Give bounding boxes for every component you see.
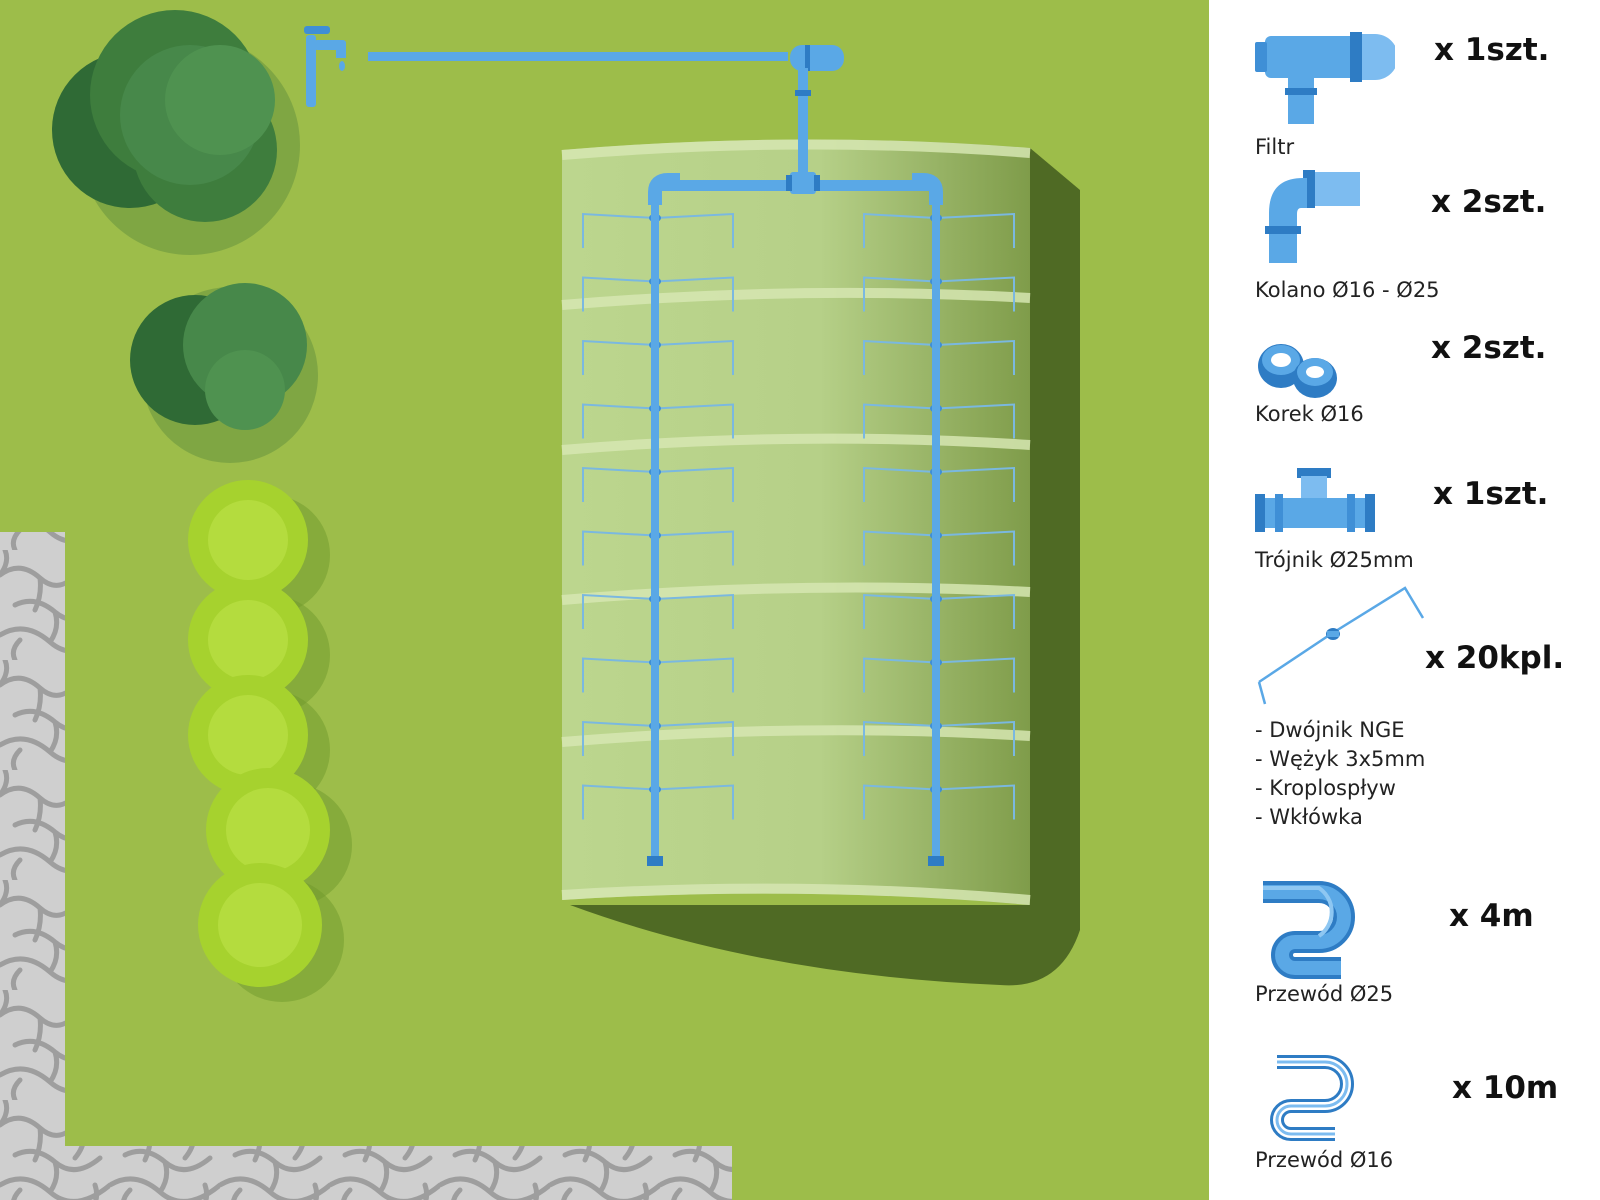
drip-branch-right [935,466,1015,502]
tunnel-hoops [561,139,1031,905]
dripper-set-icon [1257,586,1425,705]
drip-branch-left [582,403,656,439]
sublist-item: - Wężyk 3x5mm [1255,747,1426,771]
shrub-row [188,480,352,1002]
stone-paving [0,532,732,1200]
end-plug-icon [1258,344,1337,398]
drip-branch-right [654,784,734,820]
drip-branch-right [654,593,734,629]
drip-branch-left [582,657,656,693]
sublist-item: - Dwójnik NGE [1255,718,1405,742]
drip-branch-right [935,276,1015,312]
elbow-icon [1265,170,1360,263]
legend-label: Kolano Ø16 - Ø25 [1255,278,1440,302]
drip-branch-left [863,720,937,756]
drip-branch-left [582,530,656,566]
legend-qty: x 2szt. [1431,330,1547,366]
drip-branch-right [654,276,734,312]
hose-16-icon [1270,1055,1354,1141]
drip-branch-left [863,212,937,248]
tree-small [130,283,318,463]
filter-icon [1255,32,1395,124]
garden-diagram [0,0,1209,1200]
drip-branch-left [582,784,656,820]
drip-branch-right [654,403,734,439]
polytunnel [562,139,1030,905]
drip-branch-left [582,276,656,312]
water-tap-icon [304,26,346,107]
drip-branch-right [935,212,1015,248]
sublist-item: - Kroplospływ [1255,776,1396,800]
legend-qty: x 1szt. [1433,476,1549,512]
drip-branch-left [582,593,656,629]
drip-branch-left [863,530,937,566]
legend-qty: x 4m [1449,898,1534,934]
legend-sublist: - Dwójnik NGE - Wężyk 3x5mm - Kroplospły… [1255,716,1425,832]
legend-label: Filtr [1255,135,1295,159]
drip-branch-right [654,530,734,566]
drip-branch-right [654,339,734,375]
drip-branch-left [863,593,937,629]
legend-label: Przewód Ø25 [1255,982,1394,1006]
legend-qty: x 20kpl. [1425,640,1565,676]
drip-branch-left [582,720,656,756]
drip-branch-right [935,784,1015,820]
irrigation-pipes [304,26,944,866]
drip-branch-left [863,339,937,375]
hose-25-icon [1263,881,1355,979]
drip-branch-left [582,339,656,375]
tee-icon [1255,468,1375,532]
drip-branch-right [935,593,1015,629]
tree-large [52,10,300,255]
drip-branch-right [935,530,1015,566]
drip-branch-right [935,403,1015,439]
drip-branch-left [582,466,656,502]
drip-branch-right [654,466,734,502]
legend-qty: x 1szt. [1434,32,1550,68]
drip-branch-left [863,784,937,820]
drip-branch-left [863,403,937,439]
legend-label: Korek Ø16 [1255,402,1364,426]
drip-branch-right [935,657,1015,693]
drip-branch-right [654,720,734,756]
legend-label: Przewód Ø16 [1255,1148,1394,1172]
drip-branch-right [935,339,1015,375]
drip-branch-left [582,212,656,248]
drip-branch-right [654,657,734,693]
drip-branch-left [863,276,937,312]
parts-legend: x 1szt. Filtr x 2szt. Kolano Ø16 - Ø25 x… [1209,0,1600,1200]
legend-qty: x 10m [1452,1070,1559,1106]
drip-branch-left [863,466,937,502]
drip-branch-right [935,720,1015,756]
drip-branch-right [654,212,734,248]
legend-label: Trójnik Ø25mm [1255,548,1414,572]
drip-branch-left [863,657,937,693]
legend-qty: x 2szt. [1431,184,1547,220]
sublist-item: - Wkłówka [1255,805,1363,829]
